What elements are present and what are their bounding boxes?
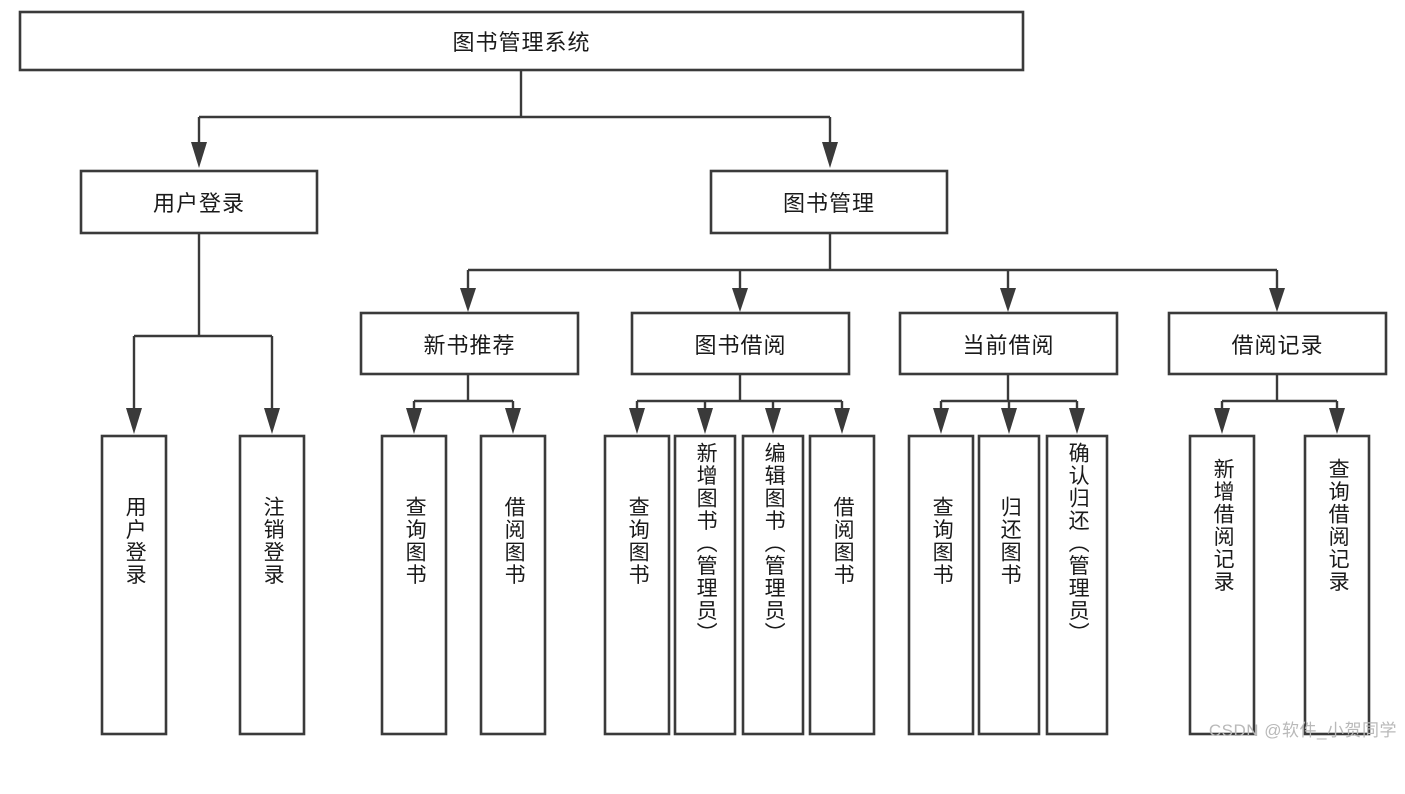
arrow-head-leaf-confirm-return xyxy=(1069,408,1085,434)
watermark: CSDN @软件_小贺同学 xyxy=(1208,721,1397,740)
node-leaf-add-record[interactable] xyxy=(1188,434,1256,736)
flowchart-diagram: 图书管理系统 用户登录 图书管理 新书推荐 图书借阅 当前借阅 借阅记录 用户登… xyxy=(18,10,1397,740)
connector-layer xyxy=(126,71,1345,434)
flowchart-canvas xyxy=(18,10,1388,736)
arrow-head-leaf-query-book-2 xyxy=(629,408,645,434)
arrow-head-leaf-add-book xyxy=(697,408,713,434)
arrow-head-leaf-user-logout xyxy=(264,408,280,434)
node-leaf-user-login[interactable] xyxy=(100,434,168,736)
arrow-head-borrow-record xyxy=(1269,288,1285,312)
node-book-manage[interactable] xyxy=(709,169,949,235)
arrow-head-leaf-borrow-book-1 xyxy=(505,408,521,434)
node-leaf-edit-book[interactable] xyxy=(741,434,805,736)
arrow-head-leaf-edit-book xyxy=(765,408,781,434)
node-leaf-user-logout[interactable] xyxy=(238,434,306,736)
arrow-head-leaf-borrow-book-2 xyxy=(834,408,850,434)
arrow-head-leaf-query-book-1 xyxy=(406,408,422,434)
node-new-book-recommend[interactable] xyxy=(359,311,580,376)
arrow-head-leaf-add-record xyxy=(1214,408,1230,434)
node-book-borrow[interactable] xyxy=(630,311,851,376)
arrow-head-current-borrow xyxy=(1000,288,1016,312)
arrow-head-leaf-query-record xyxy=(1329,408,1345,434)
arrow-head-new-book-recommend xyxy=(460,288,476,312)
node-leaf-add-book[interactable] xyxy=(673,434,737,736)
node-layer xyxy=(18,10,1388,736)
node-user-login[interactable] xyxy=(79,169,319,235)
node-leaf-return-book[interactable] xyxy=(977,434,1041,736)
node-leaf-borrow-book-2[interactable] xyxy=(808,434,876,736)
node-borrow-record[interactable] xyxy=(1167,311,1388,376)
arrow-head-leaf-query-book-3 xyxy=(933,408,949,434)
arrow-head-leaf-return-book xyxy=(1001,408,1017,434)
node-current-borrow[interactable] xyxy=(898,311,1119,376)
arrow-head-user-login xyxy=(191,142,207,168)
node-leaf-borrow-book-1[interactable] xyxy=(479,434,547,736)
node-leaf-confirm-return[interactable] xyxy=(1045,434,1109,736)
node-leaf-query-book-3[interactable] xyxy=(907,434,975,736)
node-leaf-query-book-2[interactable] xyxy=(603,434,671,736)
node-leaf-query-book-1[interactable] xyxy=(380,434,448,736)
arrow-head-book-manage xyxy=(822,142,838,168)
arrow-head-leaf-user-login xyxy=(126,408,142,434)
arrow-head-book-borrow xyxy=(732,288,748,312)
node-leaf-query-record[interactable] xyxy=(1303,434,1371,736)
node-root[interactable] xyxy=(18,10,1025,72)
